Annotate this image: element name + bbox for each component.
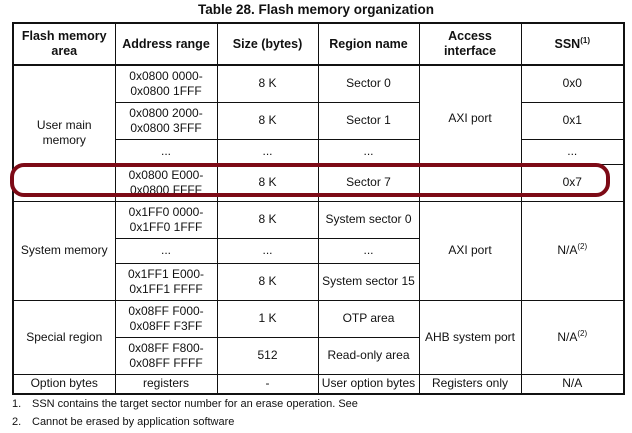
header-address: Address range — [114, 22, 218, 66]
header-region: Region name — [317, 22, 420, 66]
header-size: Size (bytes) — [216, 22, 319, 66]
address-cell: ... — [114, 138, 218, 165]
address-cell: ... — [114, 237, 218, 264]
region-cell: ... — [317, 237, 420, 264]
ssn-cell: 0x0 — [520, 64, 625, 103]
table-row: System memory 0x1FF0 0000-0x1FF0 1FFF 8 … — [12, 200, 625, 301]
address-cell: 0x08FF F000-0x08FF F3FF — [114, 299, 218, 338]
size-cell: 512 — [216, 336, 319, 375]
size-cell: 8 K — [216, 101, 319, 140]
ssn-label: SSN — [554, 36, 581, 51]
area-cell: User main memory — [12, 64, 116, 202]
region-cell: System sector 15 — [317, 262, 420, 301]
area-cell: System memory — [12, 200, 116, 301]
header-row: Flash memory area Address range Size (by… — [12, 22, 625, 66]
header-interface: Access interface — [418, 22, 522, 66]
region-cell: Sector 1 — [317, 101, 420, 140]
ssn-cell: ... — [520, 138, 625, 165]
interface-cell: Registers only — [418, 373, 522, 395]
table-row: User main memory 0x0800 0000-0x0800 1FFF… — [12, 64, 625, 202]
size-cell: 8 K — [216, 64, 319, 103]
region-cell: Read-only area — [317, 336, 420, 375]
table-row: 0x08FF F800-0x08FF FFFF 512 Read-only ar… — [13, 336, 624, 375]
size-cell: 8 K — [216, 262, 319, 301]
footnote-ref: (1) — [580, 35, 590, 45]
table-row: 0x0800 2000-0x0800 3FFF 8 K Sector 1 0x1 — [13, 101, 625, 140]
address-cell: 0x0800 0000-0x0800 1FFF — [114, 64, 218, 103]
table-row: 0x1FF1 E000-0x1FF1 FFFF 8 K System secto… — [13, 262, 624, 301]
region-cell: ... — [317, 138, 420, 165]
table-title: Table 28. Flash memory organization — [197, 2, 435, 17]
header-ssn: SSN(1) — [520, 22, 625, 66]
region-cell: Sector 0 — [317, 64, 420, 103]
footnote: 2.Cannot be erased by application softwa… — [12, 416, 235, 428]
area-cell: Option bytes — [12, 373, 116, 395]
header-area: Flash memory area — [12, 22, 116, 66]
address-cell: 0x1FF1 E000-0x1FF1 FFFF — [114, 262, 218, 301]
highlight-ring — [10, 163, 610, 197]
table-row: ... ... ... — [13, 237, 624, 264]
region-cell: OTP area — [317, 299, 420, 338]
size-cell: 1 K — [216, 299, 319, 338]
table-row: Option bytes registers - User option byt… — [12, 373, 625, 395]
interface-cell: AXI port — [418, 64, 522, 202]
size-cell: 8 K — [216, 200, 319, 239]
flash-memory-table: Flash memory area Address range Size (by… — [12, 22, 625, 395]
size-cell: - — [216, 373, 319, 395]
interface-cell: AXI port — [418, 200, 522, 301]
address-cell: 0x08FF F800-0x08FF FFFF — [114, 336, 218, 375]
size-cell: ... — [216, 138, 319, 165]
address-cell: 0x0800 2000-0x0800 3FFF — [114, 101, 218, 140]
ssn-cell: N/A(2) — [520, 200, 625, 301]
interface-cell: AHB system port — [418, 299, 522, 375]
region-cell: System sector 0 — [317, 200, 420, 239]
address-cell: registers — [114, 373, 218, 395]
ssn-cell: N/A(2) — [520, 299, 625, 375]
size-cell: ... — [216, 237, 319, 264]
ssn-cell: N/A — [520, 373, 625, 395]
address-cell: 0x1FF0 0000-0x1FF0 1FFF — [114, 200, 218, 239]
area-cell: Special region — [12, 299, 116, 375]
table-row: Special region 0x08FF F000-0x08FF F3FF 1… — [12, 299, 625, 375]
footnote: 1.SSN contains the target sector number … — [12, 398, 358, 410]
region-cell: User option bytes — [317, 373, 420, 395]
ssn-cell: 0x1 — [520, 101, 625, 140]
